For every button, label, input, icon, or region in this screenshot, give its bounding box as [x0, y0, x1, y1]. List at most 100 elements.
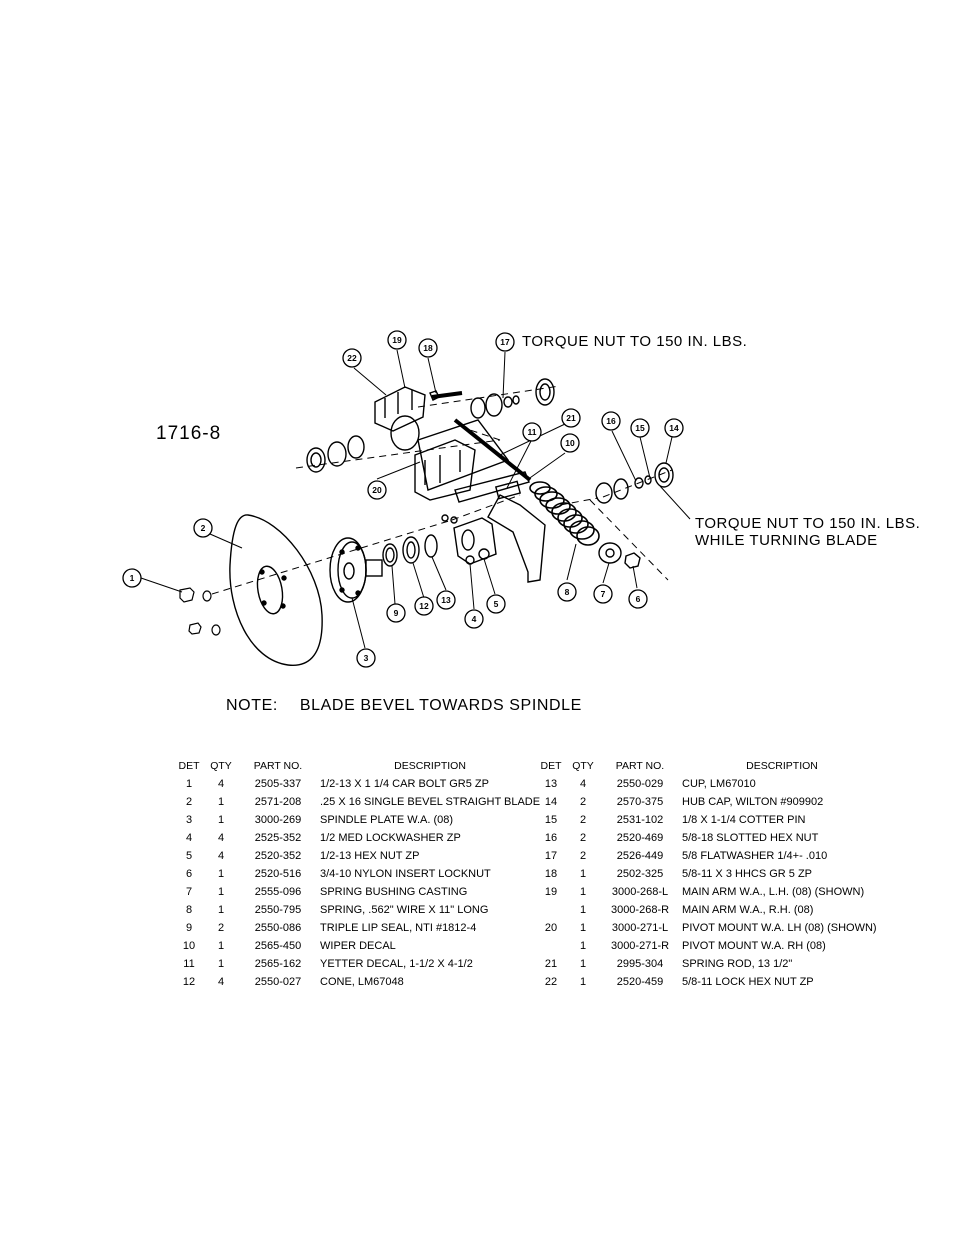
cell-qty: 1	[217, 868, 225, 880]
callout-9: 9	[386, 603, 406, 623]
cell-description: MAIN ARM W.A., L.H. (08) (SHOWN)	[682, 886, 865, 898]
cell-part-no: 2526-449	[616, 850, 664, 862]
cell-qty: 1	[579, 958, 587, 970]
callout-5: 5	[486, 594, 506, 614]
cell-qty: 1	[579, 922, 587, 934]
cell-description: CONE, LM67048	[320, 976, 404, 988]
cell-qty: 4	[217, 832, 225, 844]
table-row: 10 1 2565-450 WIPER DECAL	[176, 937, 540, 955]
col-det-header: DET	[178, 760, 200, 772]
blade-bevel-note: NOTE:BLADE BEVEL TOWARDS SPINDLE	[226, 697, 582, 715]
cell-description: 1/2-13 X 1 1/4 CAR BOLT GR5 ZP	[320, 778, 489, 790]
svg-text:20: 20	[372, 485, 382, 495]
cell-description: WIPER DECAL	[320, 940, 396, 952]
spring-coils	[529, 481, 600, 546]
col-part-header: PART NO.	[615, 760, 665, 772]
col-desc-header: DESCRIPTION	[394, 760, 466, 772]
note-text: BLADE BEVEL TOWARDS SPINDLE	[299, 697, 582, 714]
cell-det: 22	[544, 976, 558, 988]
callout-8: 8	[557, 582, 577, 602]
cell-det: 9	[185, 922, 193, 934]
cell-det: 7	[185, 886, 193, 898]
cell-det	[538, 937, 564, 955]
cell-part-no: 3000-271-R	[610, 940, 670, 952]
cell-det	[538, 901, 564, 919]
svg-text:10: 10	[565, 438, 575, 448]
bearing-stack-right	[595, 462, 674, 504]
cell-description: 5/8-11 X 3 HHCS GR 5 ZP	[682, 868, 813, 880]
cell-description: PIVOT MOUNT W.A. LH (08) (SHOWN)	[682, 922, 877, 934]
cell-qty: 1	[579, 868, 587, 880]
cell-part-no: 2571-208	[254, 796, 302, 808]
cell-det: 10	[182, 940, 196, 952]
cell-det: 1	[185, 778, 193, 790]
svg-text:11: 11	[528, 427, 537, 437]
cell-qty: 4	[217, 778, 225, 790]
svg-text:12: 12	[419, 601, 429, 611]
cell-qty: 1	[217, 940, 225, 952]
spring-rod-line	[453, 418, 532, 482]
svg-text:19: 19	[392, 335, 402, 345]
cell-part-no: 2550-086	[254, 922, 302, 934]
col-part-header: PART NO.	[253, 760, 303, 772]
svg-text:21: 21	[566, 413, 576, 423]
svg-text:4: 4	[472, 614, 477, 624]
table-header-row: DET QTY PART NO. DESCRIPTION	[176, 757, 540, 775]
svg-text:18: 18	[423, 343, 433, 353]
table-row: 1 4 2505-337 1/2-13 X 1 1/4 CAR BOLT GR5 ZP	[176, 775, 540, 793]
cell-qty: 1	[217, 886, 225, 898]
cell-description: SPRING BUSHING CASTING	[320, 886, 468, 898]
cell-qty: 1	[217, 958, 225, 970]
cell-qty: 1	[579, 940, 587, 952]
cell-part-no: 2502-325	[616, 868, 664, 880]
torque-note-right: TORQUE NUT TO 150 IN. LBS. WHILE TURNING…	[695, 515, 920, 549]
cell-det: 12	[182, 976, 196, 988]
cell-description: 1/8 X 1-1/4 COTTER PIN	[682, 814, 806, 826]
cell-det: 5	[185, 850, 193, 862]
cell-description: MAIN ARM W.A., R.H. (08)	[682, 904, 814, 916]
hub-plate	[441, 514, 497, 565]
cell-part-no: 3000-268-L	[611, 886, 669, 898]
cell-description: SPRING ROD, 13 1/2"	[682, 958, 793, 970]
col-qty-header: QTY	[572, 760, 594, 772]
svg-text:6: 6	[636, 594, 641, 604]
cell-part-no: 2520-459	[616, 976, 664, 988]
torque-note-right-line1: TORQUE NUT TO 150 IN. LBS.	[695, 515, 921, 532]
cell-qty: 2	[579, 850, 587, 862]
col-qty-header: QTY	[210, 760, 232, 772]
cell-part-no: 2565-450	[254, 940, 302, 952]
cell-det: 16	[544, 832, 558, 844]
cell-description: 5/8-11 LOCK HEX NUT ZP	[682, 976, 814, 988]
cell-part-no: 3000-268-R	[610, 904, 670, 916]
svg-text:17: 17	[500, 337, 510, 347]
svg-text:1: 1	[130, 573, 135, 583]
main-arm-shape	[374, 386, 546, 583]
cell-qty: 4	[579, 778, 587, 790]
cell-description: CUP, LM67010	[682, 778, 756, 790]
callout-10: 10	[560, 433, 580, 453]
cell-qty: 2	[579, 796, 587, 808]
bearing-stack-top	[429, 378, 555, 419]
cell-description: 3/4-10 NYLON INSERT LOCKNUT	[320, 868, 491, 880]
cell-qty: 2	[579, 814, 587, 826]
cell-qty: 1	[217, 796, 225, 808]
callout-20: 20	[367, 480, 387, 500]
cell-part-no: 3000-271-L	[611, 922, 669, 934]
cell-det: 19	[544, 886, 558, 898]
cell-part-no: 2505-337	[254, 778, 302, 790]
cell-part-no: 2531-102	[616, 814, 664, 826]
svg-text:7: 7	[601, 589, 606, 599]
callout-6: 6	[628, 589, 648, 609]
torque-note-top: TORQUE NUT TO 150 IN. LBS.	[522, 333, 748, 350]
